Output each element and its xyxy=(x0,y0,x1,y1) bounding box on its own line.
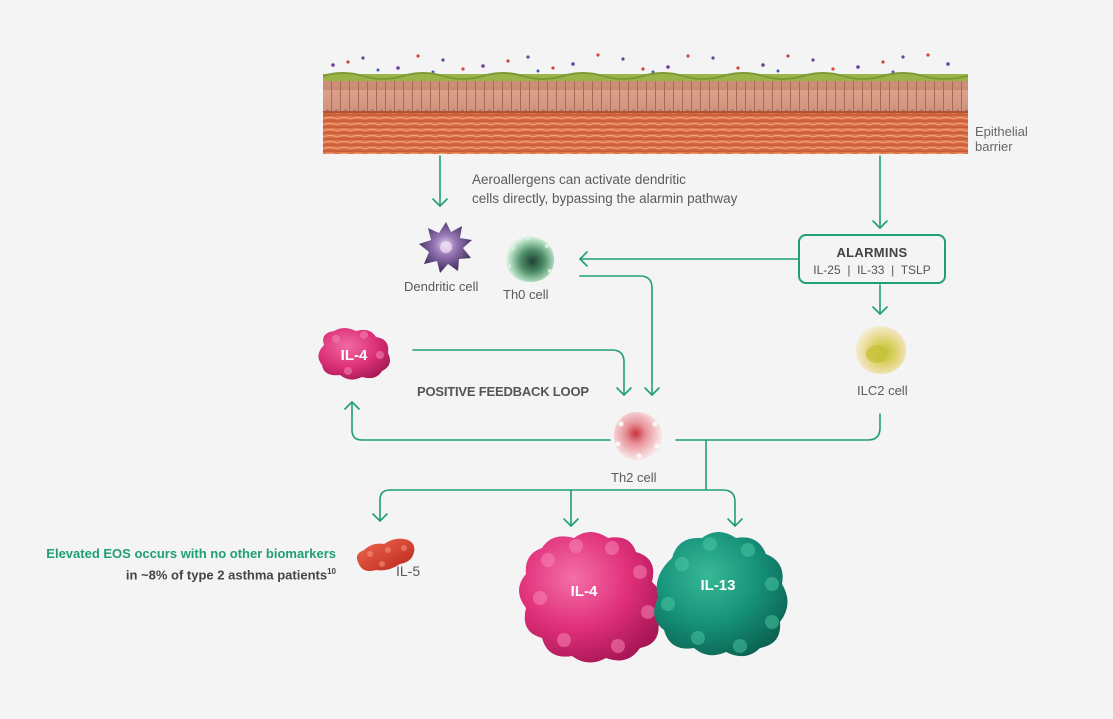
arrow-th2-to-il4 xyxy=(351,401,611,441)
alarmins-title: ALARMINS xyxy=(836,245,908,260)
eos-reference: 10 xyxy=(327,567,336,576)
il4-large-molecule: IL-4 xyxy=(519,532,663,663)
il13-label: IL-13 xyxy=(700,577,735,594)
alarmins-box: ALARMINS IL-25 | IL-33 | TSLP xyxy=(798,234,946,284)
il4-small-molecule: IL-4 xyxy=(318,328,390,380)
aeroallergen-note-line1: Aeroallergens can activate dendritic xyxy=(472,172,686,187)
epithelial-barrier-label: Epithelial barrier xyxy=(975,124,1028,154)
il4-large-label: IL-4 xyxy=(571,583,598,600)
il5-molecule xyxy=(356,538,415,571)
eos-note-line2-text: in ~8% of type 2 asthma patients xyxy=(125,567,328,583)
ilc2-cell-label: ILC2 cell xyxy=(857,383,908,398)
th0-cell-label: Th0 cell xyxy=(503,287,549,302)
aeroallergen-note-line2: cells directly, bypassing the alarmin pa… xyxy=(472,191,738,206)
eos-note-line2: in ~8% of type 2 asthma patients10 xyxy=(10,563,336,584)
th2-cell-image xyxy=(614,411,662,460)
arrow-il4-to-th2 xyxy=(412,349,625,396)
th2-cell-label: Th2 cell xyxy=(611,470,657,485)
dendritic-cell-image xyxy=(419,222,472,273)
il4-small-label: IL-4 xyxy=(341,347,368,364)
dendritic-cell-label: Dendritic cell xyxy=(404,279,479,294)
eos-note-line1: Elevated EOS occurs with no other biomar… xyxy=(46,546,336,561)
th0-cell-image xyxy=(506,235,555,282)
connector-ilc2-to-branch xyxy=(675,413,881,441)
aeroallergen-note: Aeroallergens can activate dendritic cel… xyxy=(472,170,772,208)
arrow-th0-to-th2 xyxy=(579,275,653,396)
positive-feedback-loop-label: POSITIVE FEEDBACK LOOP xyxy=(417,384,589,399)
epithelial-label-line1: Epithelial xyxy=(975,124,1028,139)
il13-molecule: IL-13 xyxy=(654,532,788,657)
eos-note: Elevated EOS occurs with no other biomar… xyxy=(10,545,336,584)
epithelial-barrier-illustration xyxy=(323,53,968,154)
ilc2-cell-image xyxy=(856,325,906,374)
alarmins-items: IL-25 | IL-33 | TSLP xyxy=(813,263,931,277)
il5-label: IL-5 xyxy=(396,563,421,579)
epithelial-label-line2: barrier xyxy=(975,139,1013,154)
